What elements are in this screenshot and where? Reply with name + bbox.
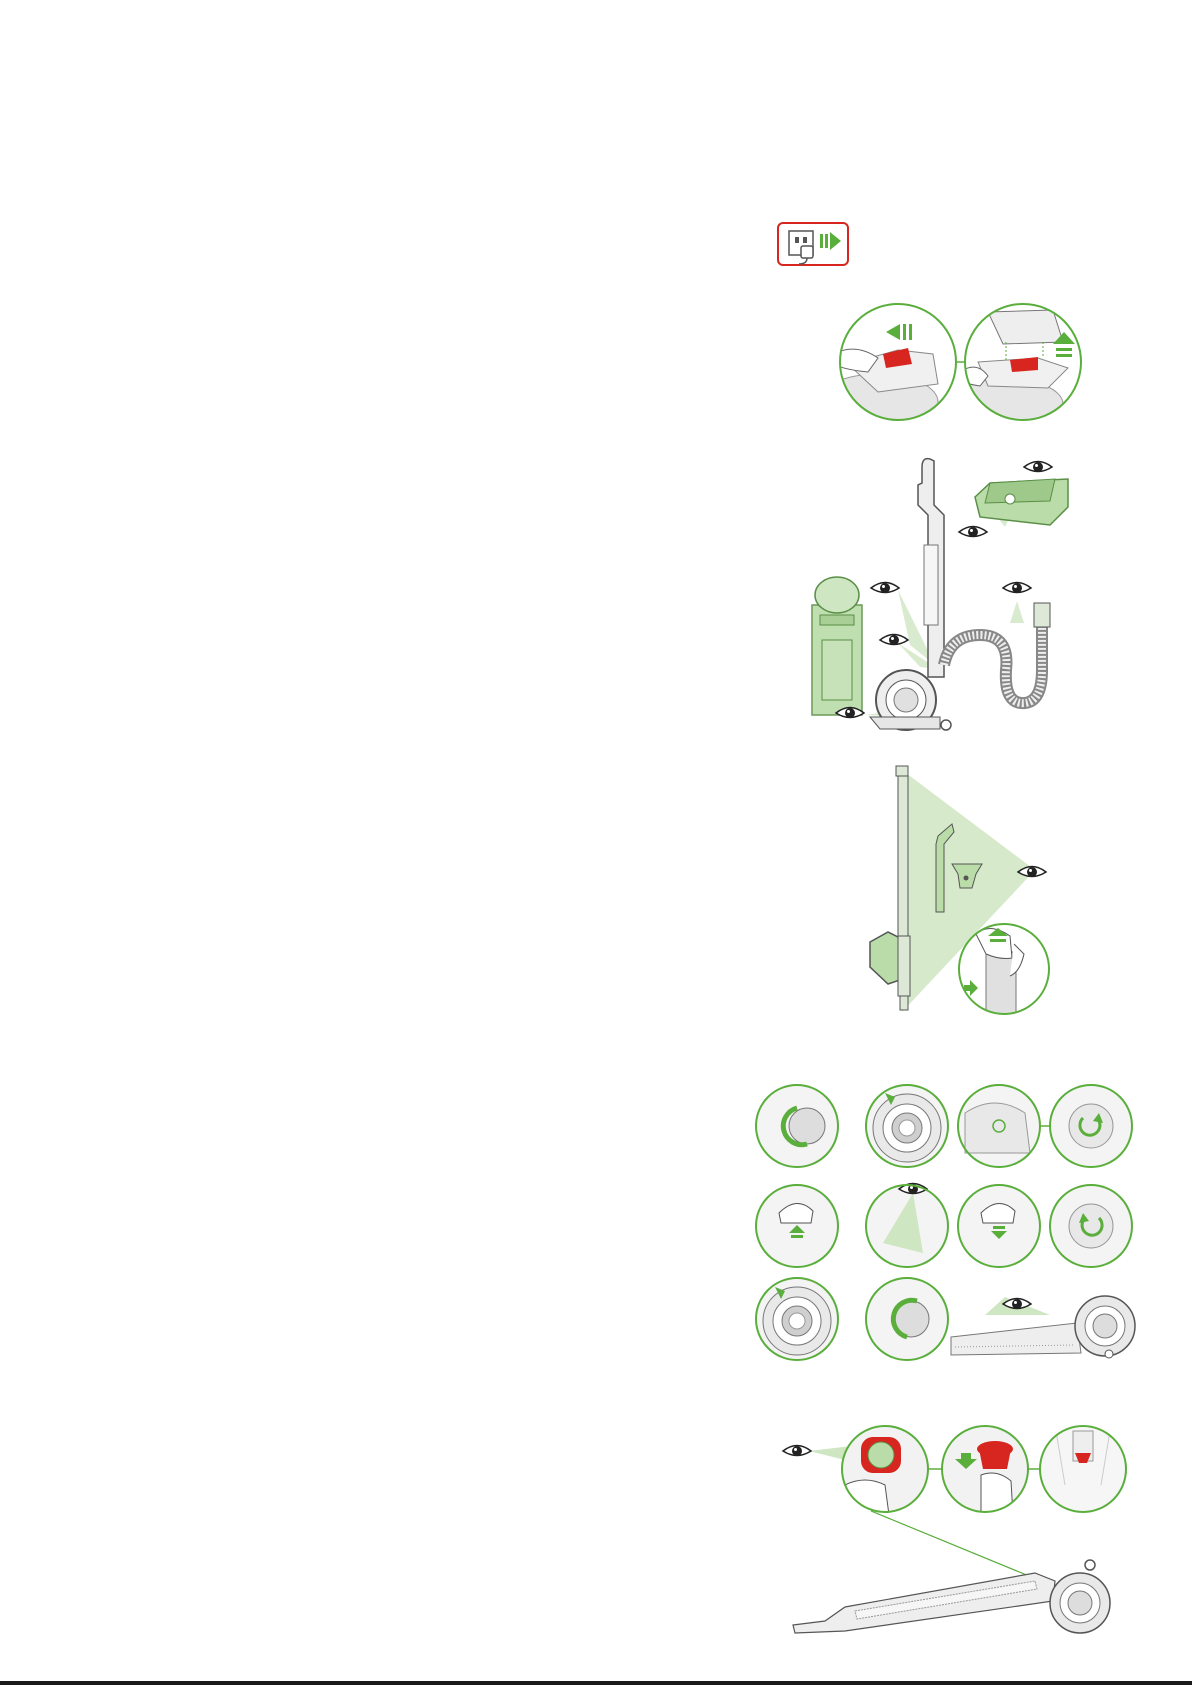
check-airway-figure — [785, 1425, 1137, 1645]
wand-release-detail — [959, 924, 1049, 1022]
latch-release-figure — [838, 302, 1088, 422]
latch-up-detail — [756, 1185, 838, 1267]
dial-rotate-detail — [866, 1278, 948, 1360]
end-cap-detail — [866, 1085, 948, 1167]
unplug-warning-figure — [777, 222, 849, 266]
dial-rotate-detail — [1050, 1185, 1132, 1267]
end-cap-detail — [756, 1278, 838, 1360]
cyclone-bin-icon — [812, 577, 862, 715]
latch-up-detail — [958, 1185, 1040, 1267]
dial-rotate-detail — [756, 1085, 838, 1167]
cleaner-head-icon — [975, 479, 1068, 525]
footer-rule — [0, 1681, 1192, 1685]
cleaner-head-side-icon — [793, 1560, 1110, 1633]
brushbar-icon — [951, 1296, 1135, 1358]
latch-up-detail — [958, 1085, 1040, 1167]
eye-icon — [783, 1446, 811, 1457]
dial-rotate-detail — [1050, 1085, 1132, 1167]
check-blockages-figure — [810, 455, 1072, 740]
clean-brushbar-figure — [755, 1083, 1137, 1368]
unplug-warning-icon — [777, 222, 849, 266]
eye-icon — [866, 1184, 948, 1268]
check-wand-tools-figure — [860, 762, 1080, 1017]
latch-push-detail — [818, 302, 958, 430]
latch-lift-detail — [943, 302, 1083, 430]
wand-icon — [870, 766, 910, 1010]
